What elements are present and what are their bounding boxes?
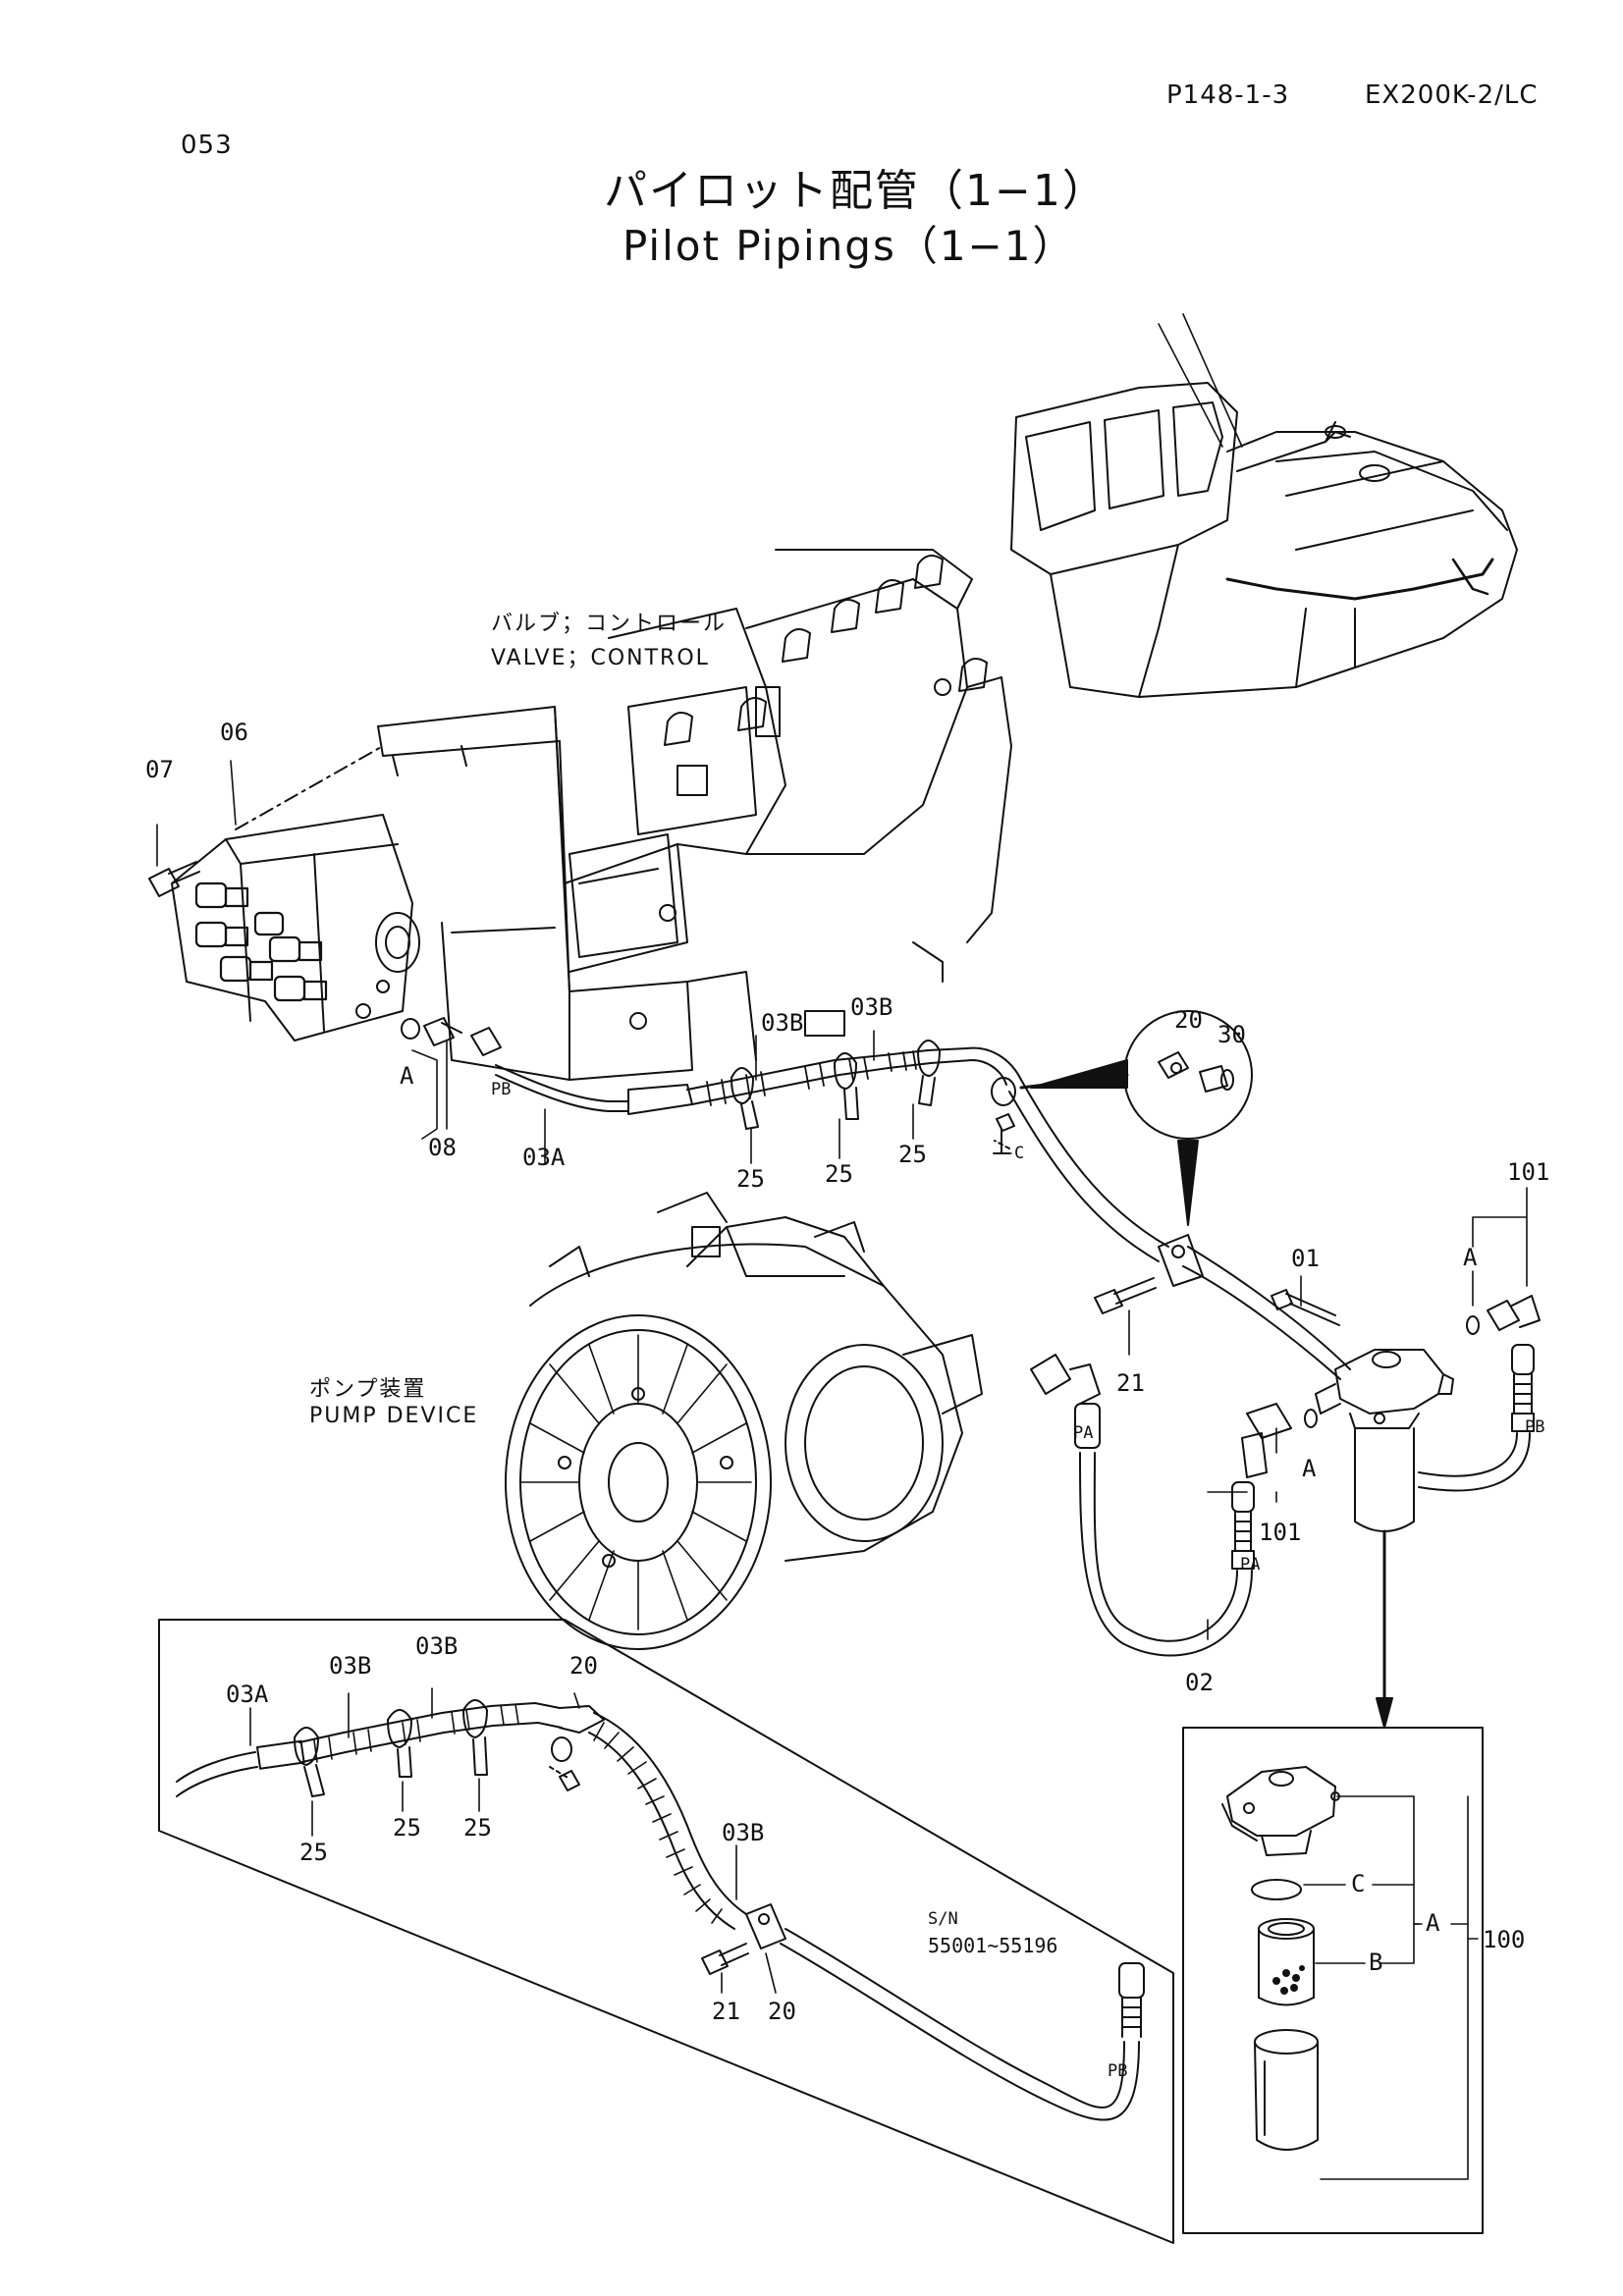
inset-callout-20-bottom: 20 (768, 1998, 796, 2025)
callout-03b-1: 03B (761, 1009, 804, 1037)
callout-03a: 03A (522, 1144, 566, 1171)
callout-25-2: 25 (825, 1160, 853, 1188)
callout-02: 02 (1185, 1669, 1214, 1696)
callout-07: 07 (145, 756, 174, 783)
callout-25-3: 25 (898, 1141, 927, 1168)
control-valve-drawing (378, 550, 1011, 1080)
callout-pa-pump: PA (1073, 1423, 1094, 1443)
inset-callout-25-3: 25 (463, 1814, 492, 1842)
filter-callout-a: A (1426, 1909, 1440, 1937)
pilot-hose-top-drawing (496, 1041, 1021, 1153)
excavator-overview-drawing (1011, 314, 1517, 697)
filter-assembly-drawing (1031, 1296, 1540, 1728)
pump-caption-en: PUMP DEVICE (309, 1404, 479, 1428)
valve-caption-jp: バルブ；コントロール (491, 612, 728, 636)
valve-caption-en: VALVE；CONTROL (491, 646, 710, 670)
filter-callout-100: 100 (1483, 1926, 1526, 1953)
callout-06: 06 (220, 719, 248, 746)
callout-c-marker: C (1014, 1144, 1025, 1163)
inset-callout-03b-3: 03B (722, 1819, 765, 1846)
figure-number: 053 (181, 131, 233, 160)
pump-caption-jp: ポンプ装置 (309, 1377, 427, 1402)
pilot-manifold-drawing (149, 746, 419, 1041)
callout-03b-2: 03B (850, 993, 893, 1021)
filter-callout-b: B (1369, 1949, 1383, 1976)
callout-21: 21 (1116, 1369, 1145, 1397)
inset-callout-03b-1: 03B (329, 1652, 372, 1680)
callout-a-mid: A (1302, 1455, 1317, 1482)
callout-a-left: A (400, 1062, 414, 1090)
pump-device-drawing (506, 1193, 982, 1649)
callout-25-1: 25 (736, 1165, 765, 1193)
inset-serial-range: 55001~55196 (928, 1934, 1058, 1957)
filter-detail-box (1183, 1728, 1483, 2233)
detail-circle-20-30 (1021, 1011, 1252, 1225)
filter-callout-c: C (1351, 1870, 1366, 1897)
inset-callout-03b-2: 03B (415, 1632, 459, 1660)
callout-pb-filter: PB (1525, 1417, 1545, 1437)
callout-a-top: A (1463, 1244, 1478, 1271)
callout-30: 30 (1217, 1021, 1246, 1048)
inset-callout-03a: 03A (226, 1681, 269, 1708)
callout-01: 01 (1291, 1245, 1320, 1272)
pilot-hose-mid-drawing (1009, 1080, 1350, 1379)
inset-callout-25-1: 25 (299, 1839, 328, 1866)
callout-pb-valve: PB (491, 1080, 512, 1099)
inset-callout-20-top: 20 (569, 1652, 598, 1680)
fittings-08-drawing (402, 1018, 501, 1055)
callout-08: 08 (428, 1134, 457, 1161)
inset-callout-25-2: 25 (393, 1814, 421, 1842)
leader-lines-main (157, 761, 1527, 1639)
inset-callout-21: 21 (712, 1998, 740, 2025)
serial-inset-box (159, 1620, 1173, 2243)
inset-serial-label: S/N (928, 1909, 958, 1929)
title-japanese: パイロット配管（1−1） (604, 166, 1108, 216)
callout-101-top: 101 (1507, 1158, 1550, 1186)
model-code: EX200K-2/LC (1365, 80, 1539, 110)
page-code: P148-1-3 (1166, 80, 1290, 110)
title-english: Pilot Pipings（1−1） (622, 222, 1076, 270)
callout-20: 20 (1174, 1006, 1203, 1034)
callout-101-mid: 101 (1259, 1519, 1302, 1546)
inset-callout-pb: PB (1108, 2061, 1128, 2081)
callout-pa-filter: PA (1240, 1555, 1261, 1575)
